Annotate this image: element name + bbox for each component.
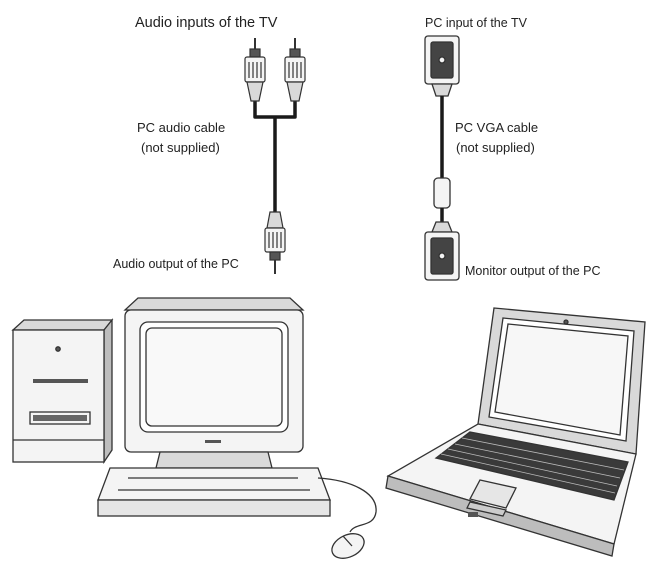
crt-monitor-icon	[123, 297, 305, 469]
mouse-cable	[317, 477, 377, 533]
label-pc-vga-cable: PC VGA cable	[455, 120, 538, 135]
ferrite-core	[433, 177, 451, 209]
label-audio-inputs-tv: Audio inputs of the TV	[135, 15, 278, 31]
vga-plug-icon	[424, 221, 460, 281]
tower-pc-icon	[11, 318, 114, 465]
rca-plug-icon	[244, 38, 266, 102]
mouse-icon	[331, 533, 365, 559]
label-pc-audio-cable: PC audio cable	[137, 120, 225, 135]
rca-plug-icon	[284, 38, 306, 102]
label-pc-input-tv: PC input of the TV	[425, 16, 528, 30]
label-pc-audio-cable-note: (not supplied)	[141, 140, 220, 155]
label-audio-output-pc: Audio output of the PC	[113, 257, 239, 271]
pc-audio-cable	[253, 98, 297, 214]
vga-plug-icon	[424, 35, 460, 97]
rca-plug-icon	[264, 211, 286, 274]
keyboard-icon	[97, 467, 331, 517]
label-pc-vga-cable-note: (not supplied)	[456, 140, 535, 155]
label-monitor-output-pc: Monitor output of the PC	[465, 264, 601, 278]
laptop-icon	[385, 307, 646, 557]
